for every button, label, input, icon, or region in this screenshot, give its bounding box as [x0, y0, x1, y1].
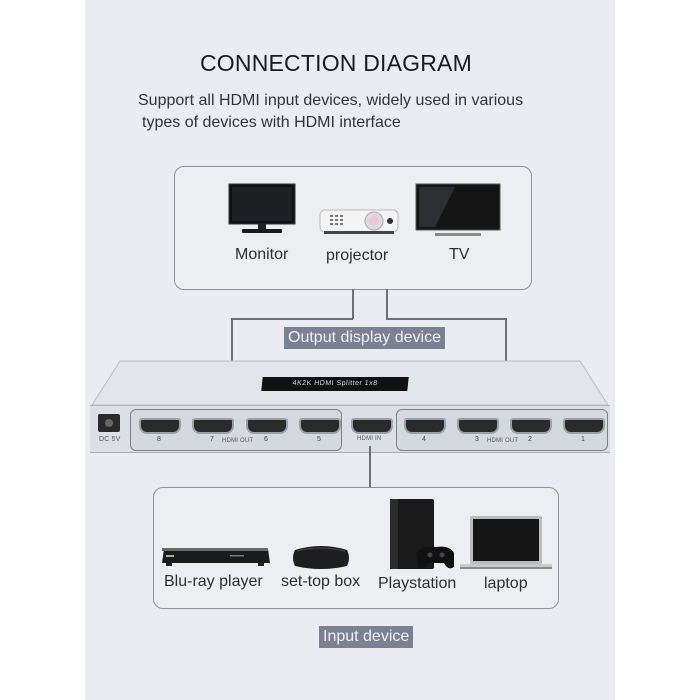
port-number: 6	[264, 436, 268, 443]
port-number: 8	[157, 436, 161, 443]
splitter-brand-plate: 4K2K HDMI Splitter 1x8	[261, 377, 409, 391]
port-number: 1	[581, 436, 585, 443]
hdmi-out-port-3[interactable]	[457, 418, 499, 434]
hdmi-out-port-8[interactable]	[139, 418, 181, 434]
port-number: 2	[528, 436, 532, 443]
diagram-title: CONNECTION DIAGRAM	[200, 50, 472, 76]
hdmi-out-port-5[interactable]	[299, 418, 341, 434]
set-top-box-icon	[293, 546, 349, 569]
tv-icon	[415, 183, 501, 236]
port-number: 7	[210, 436, 214, 443]
input-label-laptop: laptop	[484, 575, 528, 592]
output-label-monitor: Monitor	[235, 246, 289, 263]
input-label-bluray: Blu-ray player	[164, 573, 263, 590]
output-label-tv: TV	[449, 246, 470, 263]
output-label-projector: projector	[326, 247, 389, 264]
hdmi-out-label-left: HDMI OUT	[222, 438, 254, 444]
monitor-icon	[228, 183, 296, 233]
hdmi-out-port-6[interactable]	[246, 418, 288, 434]
playstation-icon	[390, 499, 454, 569]
laptop-icon	[460, 516, 552, 569]
input-label-playstation: Playstation	[378, 575, 457, 592]
connector-line	[231, 318, 353, 320]
hdmi-out-port-4[interactable]	[404, 418, 446, 434]
power-label: DC 5V	[99, 436, 121, 443]
hdmi-out-port-2[interactable]	[510, 418, 552, 434]
subtitle-line-2: types of devices with HDMI interface	[142, 114, 401, 131]
input-label-set-top-box: set-top box	[281, 573, 361, 590]
input-device-tag: Input device	[319, 626, 414, 648]
connector-line	[352, 289, 354, 319]
hdmi-in-label: HDMI IN	[357, 436, 382, 442]
hdmi-out-label-right: HDMI OUT	[487, 438, 519, 444]
connector-line	[386, 289, 388, 319]
output-display-device-tag: Output display device	[284, 327, 445, 349]
hdmi-out-port-1[interactable]	[563, 418, 605, 434]
hdmi-in-port[interactable]	[351, 418, 393, 434]
port-number: 4	[422, 436, 426, 443]
connector-line	[369, 446, 371, 488]
connector-line	[386, 318, 506, 320]
port-number: 3	[475, 436, 479, 443]
port-number: 5	[317, 436, 321, 443]
hdmi-out-port-7[interactable]	[192, 418, 234, 434]
bluray-player-icon	[162, 548, 270, 566]
subtitle-line-1: Support all HDMI input devices, widely u…	[138, 92, 524, 109]
power-jack-icon	[98, 414, 120, 432]
diagram-subtitle: Support all HDMI input devices, widely u…	[138, 90, 523, 134]
projector-icon	[319, 209, 399, 234]
